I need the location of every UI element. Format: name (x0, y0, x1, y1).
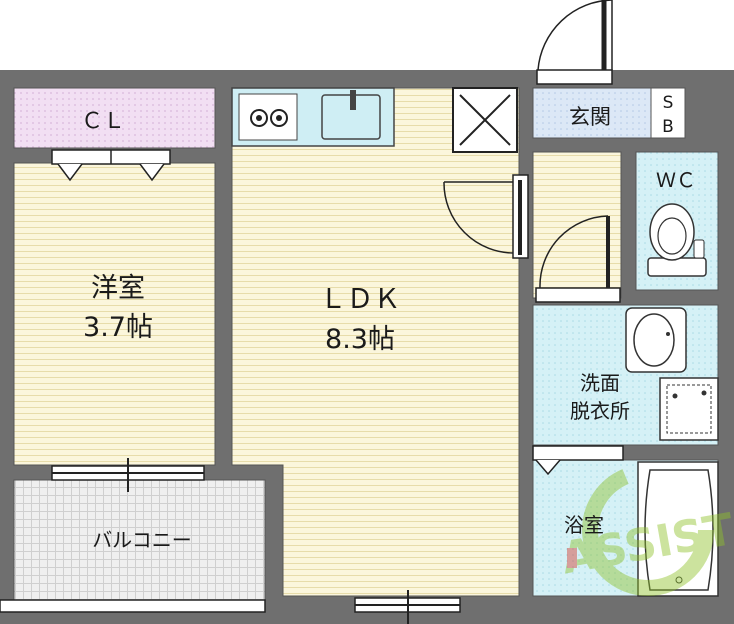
wash-basin-icon (625, 307, 687, 373)
closet-area (13, 87, 216, 149)
balcony-label: バルコニー (92, 528, 192, 552)
ldk-window (354, 590, 461, 624)
refrigerator-space (452, 87, 518, 153)
washroom-label-2: 脱衣所 (570, 399, 630, 423)
shoe-box-label-s: S (663, 93, 674, 113)
closet-label: ＣＬ (81, 109, 125, 134)
shoe-box-label-b: B (662, 117, 674, 137)
balcony-area (13, 479, 266, 601)
balcony-rail (0, 599, 266, 613)
shoe-box (650, 87, 686, 139)
bath-door (532, 445, 624, 476)
ldk-size: 8.3帖 (325, 324, 395, 355)
washing-machine-space (659, 377, 719, 441)
closet-doors (51, 149, 171, 182)
western-room-area (13, 162, 216, 466)
western-room-name: 洋室 (91, 273, 145, 304)
toilet-label: ＷＣ (656, 168, 696, 192)
kitchen-counter (231, 87, 395, 147)
bathtub (637, 461, 719, 597)
bathroom-label: 浴室 (564, 513, 604, 537)
entrance-area (532, 87, 652, 139)
entrance-label: 玄関 (569, 105, 611, 129)
western-room-size: 3.7帖 (83, 312, 153, 343)
washroom-label-1: 洗面 (580, 371, 620, 395)
ldk-name: ＬＤＫ (320, 284, 401, 315)
ldk-area (231, 87, 520, 597)
washroom-door (535, 215, 621, 303)
entrance-door (536, 0, 613, 85)
toilet-icon (647, 203, 707, 277)
balcony-window (51, 458, 205, 492)
hall-door (443, 174, 529, 259)
